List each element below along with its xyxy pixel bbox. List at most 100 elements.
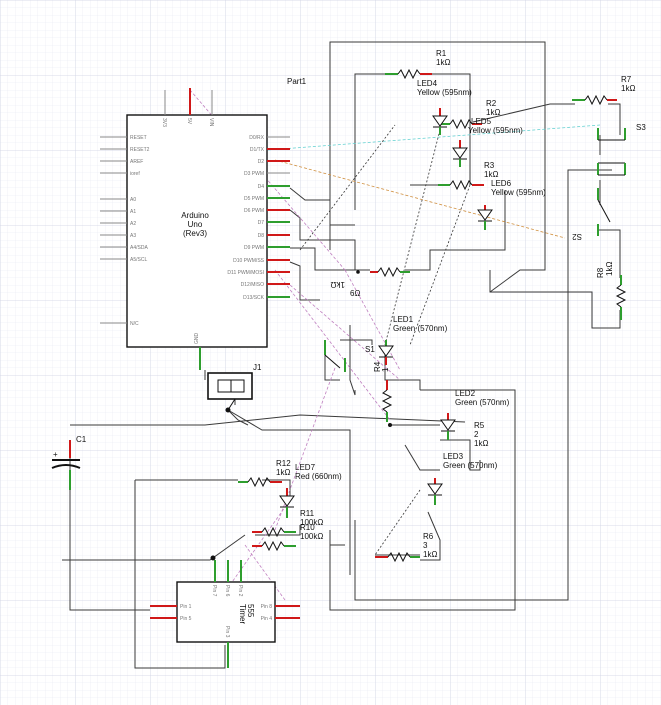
resistor-r11[interactable]: R11 100kΩ <box>252 509 323 538</box>
pin-3v3: 3V3 <box>161 118 167 127</box>
timer-pin4: Pin 4 <box>261 616 273 622</box>
switch-s3[interactable]: S3 <box>597 123 646 176</box>
pin-a0: A0 <box>130 197 136 203</box>
arduino-uno[interactable]: Arduino Uno (Rev3) RESET RESET2 AREF ior… <box>100 88 290 370</box>
pin-a1: A1 <box>130 209 136 215</box>
led-led6[interactable]: LED6 Yellow (595nm) <box>477 179 546 230</box>
timer-pin1: Pin 1 <box>180 604 192 610</box>
jack-j1[interactable]: J1 <box>207 363 262 411</box>
part-title: Part1 <box>287 77 307 86</box>
pin-a5: A5/SCL <box>130 257 147 263</box>
r7-label: R7 <box>621 75 632 84</box>
r10-value: 100kΩ <box>300 532 323 541</box>
led7-label: LED7 <box>295 463 316 472</box>
pin-d6: D6 PWM <box>244 208 264 214</box>
led-led1[interactable]: LED1 Green (570nm) <box>378 315 448 365</box>
pin-reset2: RESET2 <box>130 147 150 153</box>
pin-a2: A2 <box>130 221 136 227</box>
r6-value: 1kΩ <box>423 550 437 559</box>
jack-label: J1 <box>253 363 262 372</box>
led2-label: LED2 <box>455 389 476 398</box>
rx-value: 1kΩ <box>331 280 345 289</box>
ratsnest-lines <box>189 89 601 601</box>
timer-pin6: Pin 6 <box>224 585 230 597</box>
switch-s2[interactable]: S2 <box>572 188 611 241</box>
pin-d13: D13/SCK <box>243 295 265 301</box>
timer-pin3: Pin 3 <box>224 626 230 638</box>
pin-d5: D5 PWM <box>244 196 264 202</box>
r5-label: R5 <box>474 421 485 430</box>
led3-label: LED3 <box>443 452 464 461</box>
r11-label: R11 <box>300 509 315 518</box>
resistor-r7[interactable]: R7 1kΩ <box>572 75 635 106</box>
led-led2[interactable]: LED2 Green (570nm) <box>440 389 510 440</box>
led5-label: LED5 <box>471 117 492 126</box>
resistor-r3[interactable]: R3 1kΩ <box>438 161 498 191</box>
arduino-right-pins <box>267 136 290 298</box>
pin-d7: D7 <box>258 220 265 226</box>
led7-color: Red (660nm) <box>295 472 342 481</box>
resistor-r1[interactable]: R1 1kΩ <box>385 49 450 80</box>
r8-label: R8 <box>596 267 605 278</box>
capacitor-c1[interactable]: C1 + <box>51 435 87 490</box>
arduino-model: Uno <box>188 220 203 229</box>
pin-nc: N/C <box>130 321 139 327</box>
led-led5[interactable]: LED5 Yellow (595nm) <box>452 117 523 167</box>
pin-5v: 5V <box>186 118 192 125</box>
resistor-r4[interactable]: R4 1 <box>373 361 393 422</box>
resistor-r10[interactable]: R10 100kΩ <box>252 523 323 552</box>
led6-color: Yellow (595nm) <box>491 188 546 197</box>
led-led3[interactable]: LED3 Green (570nm) <box>427 452 498 505</box>
pin-d8: D8 <box>258 233 265 239</box>
pin-d12: D12/MISO <box>241 282 264 288</box>
capacitor-plus: + <box>53 450 58 459</box>
s3-label: S3 <box>636 123 646 132</box>
switch-s1[interactable]: S1 <box>324 340 375 372</box>
timer-pin8: Pin 8 <box>261 604 273 610</box>
r1-label: R1 <box>436 49 447 58</box>
timer-pin5: Pin 5 <box>180 616 192 622</box>
r3-label: R3 <box>484 161 495 170</box>
r4-value: 1 <box>381 367 390 372</box>
led6-label: LED6 <box>491 179 512 188</box>
r2-value: 1kΩ <box>486 108 500 117</box>
resistor-r8[interactable]: R8 1kΩ <box>596 262 627 320</box>
junctions <box>210 270 392 561</box>
timer-pin2: Pin 2 <box>237 585 243 597</box>
r4-label: R4 <box>373 361 382 372</box>
pin-a3: A3 <box>130 233 136 239</box>
r5-value: 1kΩ <box>474 439 488 448</box>
resistor-r12[interactable]: R12 1kΩ <box>238 459 291 488</box>
r1-value: 1kΩ <box>436 58 450 67</box>
arduino-name: Arduino <box>181 211 209 220</box>
resistor-r5[interactable]: R5 2 1kΩ <box>474 421 488 448</box>
led-led7[interactable]: LED7 Red (660nm) <box>279 463 342 518</box>
r10-label: R10 <box>300 523 315 532</box>
led2-color: Green (570nm) <box>455 398 510 407</box>
led4-label: LED4 <box>417 79 438 88</box>
led5-color: Yellow (595nm) <box>468 126 523 135</box>
r11-value: 100kΩ <box>300 518 323 527</box>
timer-555[interactable]: 555 Timer Pin 1 Pin 5 Pin 8 Pin 4 Pin 7 … <box>150 560 300 668</box>
resistor-r6[interactable]: R6 3 1kΩ <box>375 532 437 563</box>
timer-sub: Timer <box>238 604 247 624</box>
timer-pin7: Pin 7 <box>211 585 217 597</box>
arduino-rev: (Rev3) <box>183 229 207 238</box>
pin-d2: D2 <box>258 159 265 165</box>
pin-d11: D11 PWM/MOSI <box>227 270 264 276</box>
pin-d4: D4 <box>258 184 265 190</box>
s2-label: S2 <box>572 232 582 241</box>
s1-label: S1 <box>365 345 375 354</box>
pin-vin: VIN <box>208 118 214 127</box>
r2-label: R2 <box>486 99 497 108</box>
led-led4[interactable]: LED4 Yellow (595nm) <box>417 79 472 135</box>
capacitor-label: C1 <box>76 435 87 444</box>
r12-label: R12 <box>276 459 291 468</box>
led1-label: LED1 <box>393 315 414 324</box>
arduino-left-pins <box>100 136 127 324</box>
timer-name: 555 <box>246 604 255 618</box>
r6-number: 3 <box>423 541 428 550</box>
resistor-rx[interactable]: 1kΩ 6Ω <box>331 266 410 298</box>
wires <box>62 41 621 669</box>
